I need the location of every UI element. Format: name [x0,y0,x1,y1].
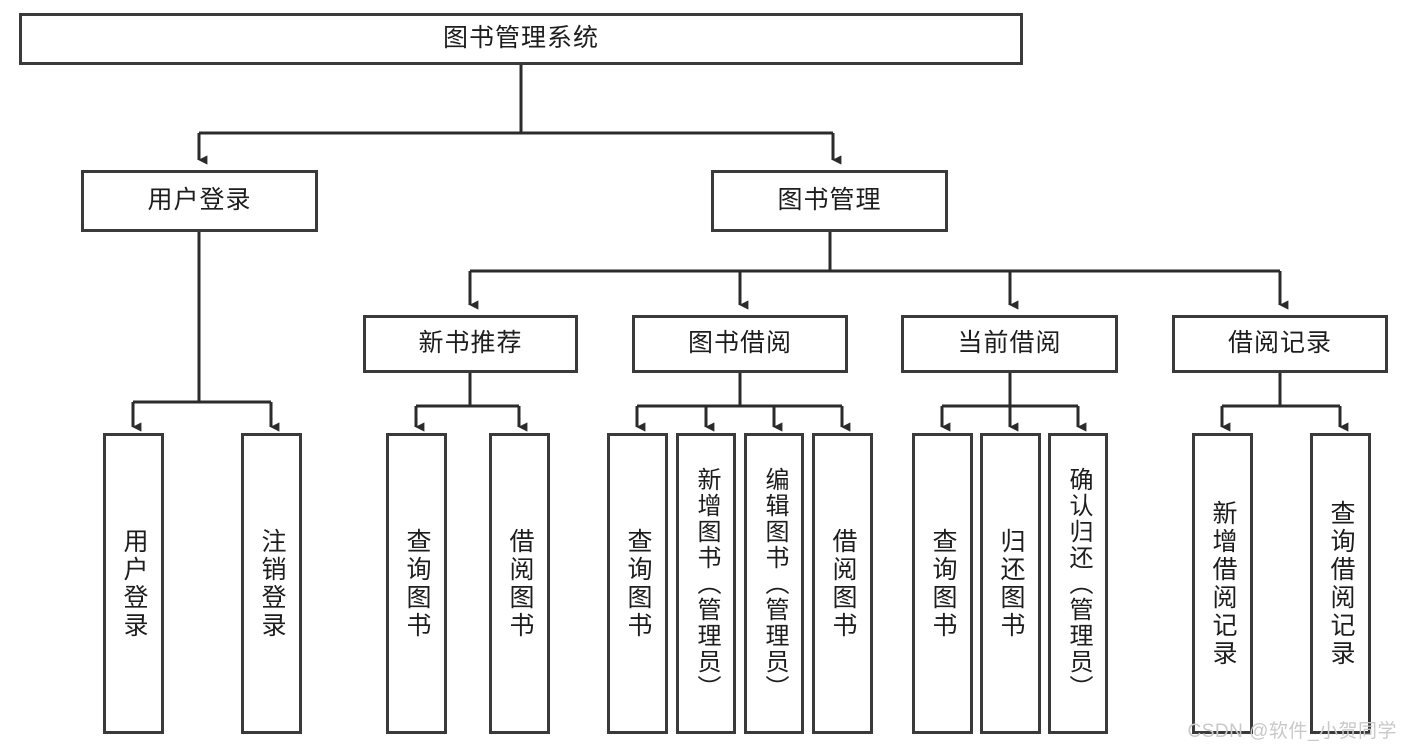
leaf-user-login[interactable]: 用户登录 [103,433,164,734]
node-root-system[interactable]: 图书管理系统 [19,13,1023,65]
node-label: 新增图书（管理员） [693,466,720,701]
node-label: 借阅记录 [1227,329,1332,358]
node-label: 用户登录 [120,527,148,640]
leaf-borrow-book-2[interactable]: 借阅图书 [812,433,873,734]
leaf-edit-book[interactable]: 编辑图书（管理员） [744,433,804,734]
node-current-borrow[interactable]: 当前借阅 [901,315,1118,373]
node-label: 查询借阅记录 [1327,499,1355,668]
leaf-query-record[interactable]: 查询借阅记录 [1310,433,1371,734]
node-label: 确认归还（管理员） [1065,466,1092,701]
leaf-query-book-3[interactable]: 查询图书 [912,433,973,734]
node-label: 图书管理系统 [442,24,599,53]
node-label: 查询图书 [403,527,431,640]
leaf-query-book-1[interactable]: 查询图书 [386,433,447,734]
node-user-login[interactable]: 用户登录 [81,170,318,232]
leaf-confirm-return[interactable]: 确认归还（管理员） [1048,433,1108,734]
node-label: 新书推荐 [418,329,523,358]
node-label: 用户登录 [147,186,252,215]
node-book-borrow[interactable]: 图书借阅 [632,315,848,373]
leaf-add-book[interactable]: 新增图书（管理员） [676,433,736,734]
node-label: 新增借阅记录 [1209,499,1237,668]
node-label: 注销登录 [258,527,286,640]
node-new-book-rec[interactable]: 新书推荐 [363,315,578,373]
leaf-logout[interactable]: 注销登录 [241,433,302,734]
leaf-return-book[interactable]: 归还图书 [980,433,1041,734]
node-label: 归还图书 [997,527,1025,640]
leaf-borrow-book-1[interactable]: 借阅图书 [489,433,550,734]
node-label: 借阅图书 [506,527,534,640]
node-book-manage[interactable]: 图书管理 [711,170,948,232]
node-label: 图书管理 [777,186,882,215]
leaf-add-record[interactable]: 新增借阅记录 [1192,433,1253,734]
node-label: 查询图书 [929,527,957,640]
csdn-watermark: CSDN @软件_小贺同学 [1187,721,1397,742]
node-label: 借阅图书 [829,527,857,640]
node-label: 当前借阅 [957,329,1062,358]
node-borrow-record[interactable]: 借阅记录 [1172,315,1388,373]
node-label: 查询图书 [624,527,652,640]
leaf-query-book-2[interactable]: 查询图书 [607,433,668,734]
node-label: 编辑图书（管理员） [761,466,788,701]
node-label: 图书借阅 [687,329,792,358]
